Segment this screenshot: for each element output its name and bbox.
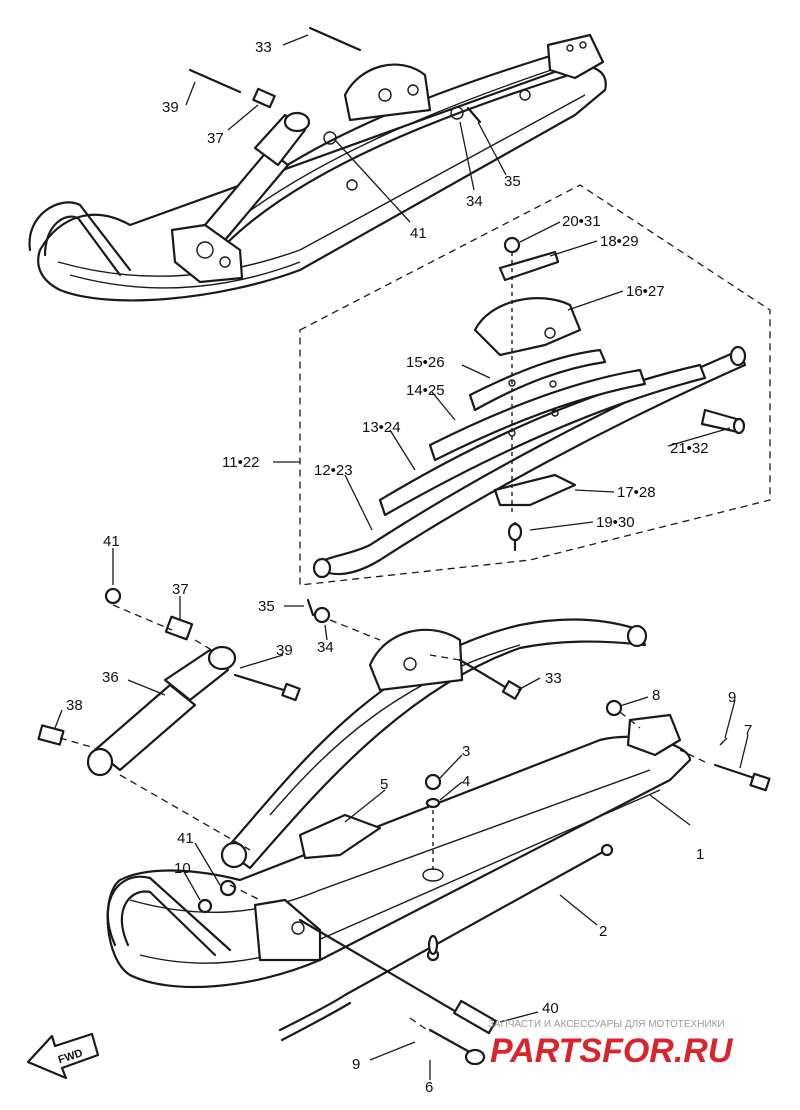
callout-1: 1 [696,846,704,863]
callout-12-23: 12•23 [314,462,353,479]
callout-18-29: 18•29 [600,233,639,250]
callout-40: 40 [542,1000,559,1017]
watermark-logo: PARTSFOR.RU [490,1032,734,1070]
callout-3: 3 [462,743,470,760]
watermark: ЗАПЧАСТИ И АКСЕССУАРЫ ДЛЯ МОТОТЕХНИКИ PA… [488,1019,734,1070]
callout-19-30: 19•30 [596,514,635,531]
callout-39-top: 39 [162,99,179,116]
watermark-caption: ЗАПЧАСТИ И АКСЕССУАРЫ ДЛЯ МОТОТЕХНИКИ [488,1019,725,1030]
callout-41-mid: 41 [103,533,120,550]
callout-8: 8 [652,687,660,704]
top-ski-assembly [28,26,607,302]
callout-33-mid: 33 [545,670,562,687]
callout-9-right: 9 [728,689,736,706]
callout-34-mid: 34 [317,639,334,656]
callout-4: 4 [462,773,470,790]
callout-17-28: 17•28 [617,484,656,501]
callout-41-top: 41 [410,225,427,242]
callout-2: 2 [599,923,607,940]
callout-35-mid: 35 [258,598,275,615]
callout-39-mid: 39 [276,642,293,659]
fwd-arrow-icon: FWD [26,1032,100,1080]
leader-lines [54,34,749,1080]
assembly-lines [59,604,706,1033]
callout-15-26: 15•26 [406,354,445,371]
callout-20-31: 20•31 [562,213,601,230]
callout-37-top: 37 [207,130,224,147]
callout-16-27: 16•27 [626,283,665,300]
callout-33-top: 33 [255,39,272,56]
shock-absorber-36 [86,645,237,777]
callout-13-24: 13•24 [362,419,401,436]
callout-7: 7 [744,722,752,739]
callout-11-22: 11•22 [222,454,260,471]
callout-21-32: 21•32 [670,440,709,457]
callout-41-low: 41 [177,830,194,847]
exploded-leaf-spring [299,184,771,586]
callout-5: 5 [380,776,388,793]
callout-10: 10 [174,860,191,877]
callout-38: 38 [66,697,83,714]
callout-36: 36 [102,669,119,686]
callouts: 33 39 37 41 34 35 20•31 18•29 16•27 15•2… [66,39,752,1096]
callout-6: 6 [425,1079,433,1096]
callout-34-top: 34 [466,193,483,210]
callout-37-mid: 37 [172,581,189,598]
callout-9-bottom: 9 [352,1056,360,1073]
callout-35-top: 35 [504,173,521,190]
callout-14-25: 14•25 [406,382,445,399]
lower-ski-assembly [106,618,771,1066]
